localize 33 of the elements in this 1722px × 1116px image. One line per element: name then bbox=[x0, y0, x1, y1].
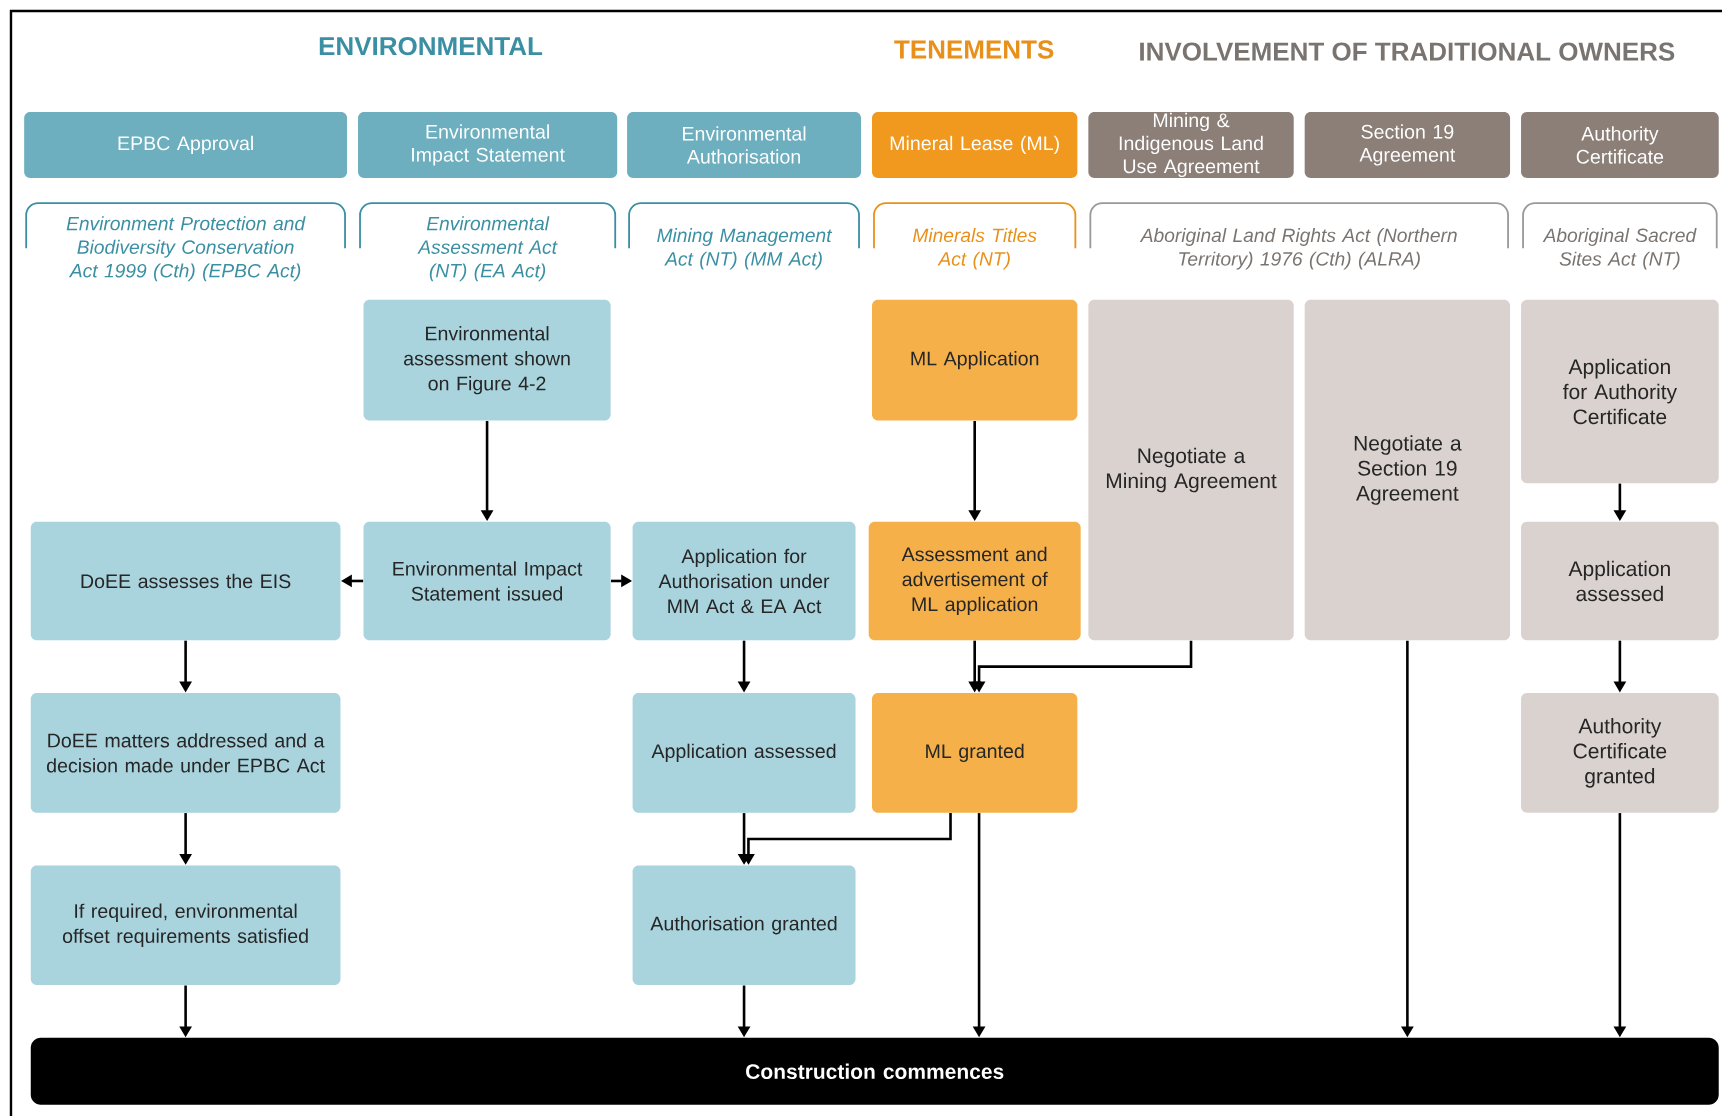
process-box: ML granted bbox=[872, 693, 1078, 813]
legislation-box: Aboriginal Sacred Sites Act (NT) bbox=[1522, 202, 1718, 270]
process-box: Environmental Impact Statement issued bbox=[363, 521, 611, 641]
process-box: Assessment and advertisement of ML application bbox=[868, 521, 1081, 641]
header-box: Section 19 Agreement bbox=[1304, 112, 1511, 178]
legislation-box: Minerals Titles Act (NT) bbox=[873, 202, 1077, 270]
process-box: Authority Certificate granted bbox=[1521, 693, 1719, 813]
section-heading: ENVIRONMENTAL bbox=[319, 36, 543, 56]
process-box: If required, environmental offset requirements satisfied bbox=[30, 865, 341, 986]
process-box: Application assessed bbox=[632, 693, 856, 813]
process-box: Negotiate a Section 19 Agreement bbox=[1304, 299, 1511, 641]
process-box: ML Application bbox=[872, 299, 1078, 421]
header-box: Environmental Impact Statement bbox=[358, 112, 618, 178]
legislation-box: Mining Management Act (NT) (MM Act) bbox=[628, 202, 860, 270]
process-box: Environmental assessment shown on Figure 4-2 bbox=[363, 299, 611, 421]
header-box: Authority Certificate bbox=[1521, 112, 1719, 178]
header-box: EPBC Approval bbox=[24, 112, 348, 178]
legislation-box: Environment Protection and Biodiversity Conservation Act 1999 (Cth) (EPBC Act) bbox=[25, 202, 346, 282]
process-box: DoEE matters addressed and a decision made under EPBC Act bbox=[30, 693, 341, 813]
final-bar: Construction commences bbox=[30, 1037, 1719, 1105]
header-box: Mineral Lease (ML) bbox=[872, 112, 1078, 178]
legislation-box: Environmental Assessment Act (NT) (EA Act) bbox=[359, 202, 617, 282]
process-box: DoEE assesses the EIS bbox=[30, 521, 341, 641]
process-box: Application for Authorisation under MM Act & EA Act bbox=[632, 521, 856, 641]
header-box: Mining & Indigenous Land Use Agreement bbox=[1088, 112, 1294, 178]
process-box: Authorisation granted bbox=[632, 865, 856, 986]
process-box: Application for Authority Certificate bbox=[1521, 299, 1719, 484]
legislation-box: Aboriginal Land Rights Act (Northern Territory) 1976 (Cth) (ALRA) bbox=[1089, 202, 1509, 270]
process-box: Negotiate a Mining Agreement bbox=[1088, 299, 1294, 641]
section-heading: TENEMENTS bbox=[894, 40, 1054, 59]
header-box: Environmental Authorisation bbox=[627, 112, 861, 178]
section-heading: INVOLVEMENT OF TRADITIONAL OWNERS bbox=[1140, 42, 1675, 61]
process-box: Application assessed bbox=[1521, 521, 1719, 641]
